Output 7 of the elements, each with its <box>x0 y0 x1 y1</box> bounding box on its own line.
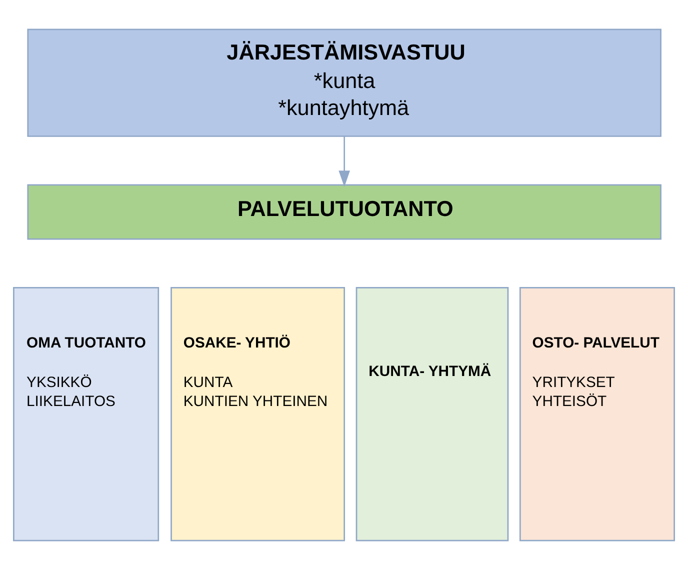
arrow <box>338 136 350 187</box>
node-box: KUNTA- YHTYMÄ <box>356 287 509 542</box>
node-box: OMA TUOTANTO YKSIKKÖ LIIKELAITOS <box>13 287 160 542</box>
node-box: OSTO- PALVELUT YRITYKSET YHTEISÖT <box>519 287 675 542</box>
node-box: JÄRJESTÄMISVASTUU *kunta *kuntayhtymä <box>27 28 662 137</box>
node-box: PALVELUTUOTANTO <box>27 184 662 240</box>
node-box: OSAKE- YHTIÖ KUNTA KUNTIEN YHTEINEN <box>170 287 346 542</box>
